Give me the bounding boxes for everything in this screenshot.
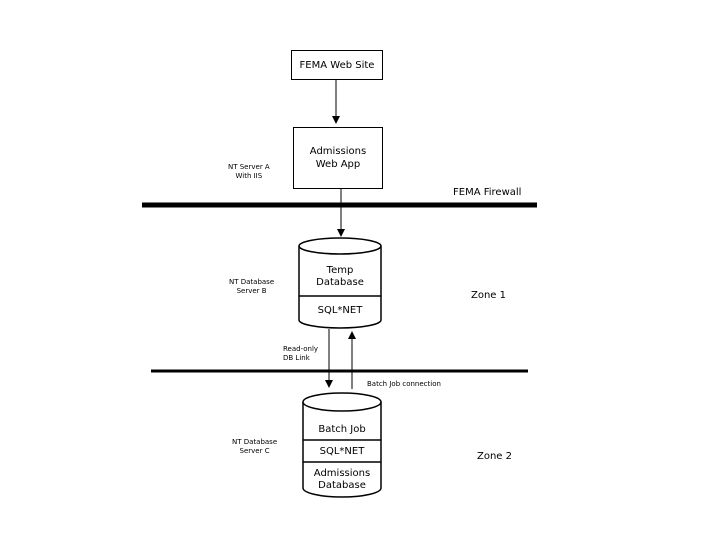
admissions-database-label: Admissions Database — [313, 468, 371, 491]
batch-job-connection-label: Batch Job connection — [367, 380, 441, 388]
temp-database-label: Temp Database — [316, 265, 364, 288]
temp-sqlnet-label: SQL*NET — [317, 305, 363, 316]
server-b-label: NT Database Server B — [229, 278, 275, 295]
batch-job-label: Batch Job — [318, 424, 366, 435]
fema-web-site-label: FEMA Web Site — [299, 59, 375, 71]
zone-1-label: Zone 1 — [471, 290, 506, 301]
admissions-sqlnet-label: SQL*NET — [319, 446, 365, 457]
admissions-database-cylinder — [302, 392, 382, 498]
fema-web-site-box: FEMA Web Site — [291, 50, 383, 80]
firewall-label: FEMA Firewall — [453, 187, 522, 198]
admissions-web-app-label: Admissions Web App — [309, 146, 367, 170]
admissions-web-app-box: Admissions Web App — [293, 127, 383, 189]
server-a-label: NT Server A With IIS — [228, 163, 270, 180]
server-c-label: NT Database Server C — [232, 438, 278, 455]
temp-database-cylinder — [298, 237, 382, 329]
db-link-label: Read-only DB Link — [283, 345, 319, 362]
zone-2-label: Zone 2 — [477, 451, 512, 462]
